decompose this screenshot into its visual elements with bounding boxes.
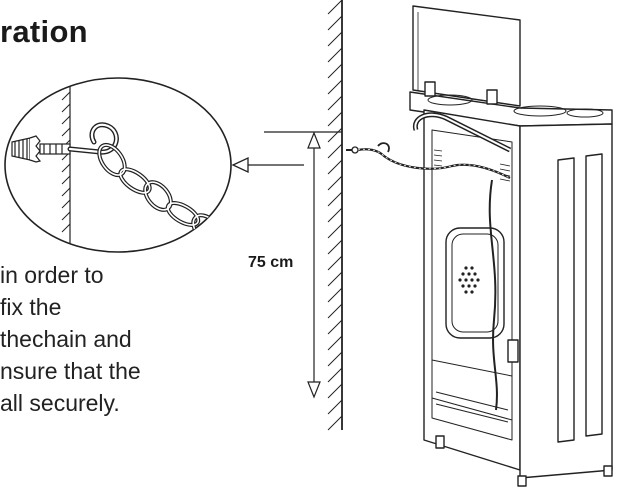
instruction-line-1: in order to (0, 262, 104, 288)
wall (327, 0, 343, 431)
section-heading: ration (0, 14, 88, 49)
instruction-line-4: nsure that the (0, 358, 141, 384)
cooker-appliance (409, 5, 613, 487)
callout-arrow (231, 156, 304, 174)
vent-dots (458, 266, 480, 294)
chain-detail-callout (4, 77, 232, 253)
instruction-line-2: fix the (0, 294, 62, 320)
safety-chain (346, 142, 511, 179)
height-dimension (264, 131, 342, 399)
wall-plug-icon (11, 135, 71, 163)
height-dimension-label: 75 cm (248, 254, 294, 271)
instruction-line-3: thechain and (0, 326, 132, 352)
instruction-line-5: all securely. (0, 390, 120, 416)
